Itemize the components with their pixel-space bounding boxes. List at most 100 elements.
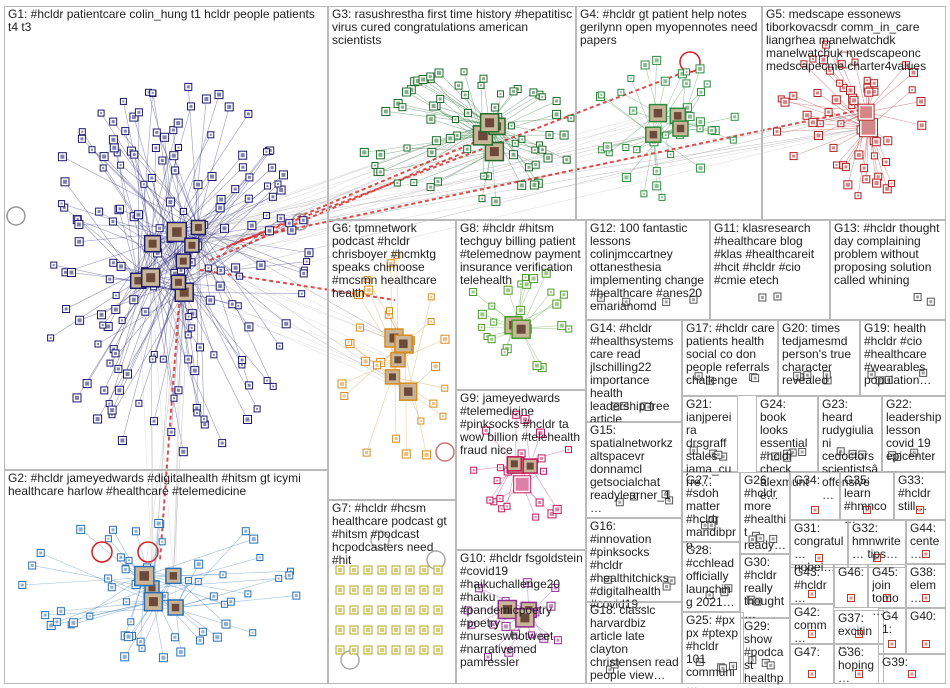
vertex-fill xyxy=(212,353,215,356)
edge xyxy=(124,575,174,657)
inter-group-edge xyxy=(153,232,178,602)
vertex-fill xyxy=(711,518,715,522)
vertex-photo xyxy=(676,124,685,133)
group-label: G42: comm… xyxy=(794,606,827,645)
edge xyxy=(50,244,193,339)
vertex-fill xyxy=(195,411,198,414)
vertex-fill xyxy=(49,336,52,339)
group-label: G18: classic harvardbiz article late cla… xyxy=(590,604,679,682)
edge xyxy=(98,211,153,244)
vertex-fill xyxy=(924,552,928,556)
group-box-g14: G14: #hcldr #healthsystems care read jls… xyxy=(586,320,682,426)
edge xyxy=(150,277,201,348)
group-box-g32: G32: hmnwrite… tips… xyxy=(848,520,906,568)
vertex-fill xyxy=(171,153,176,158)
vertex-fill xyxy=(873,154,876,157)
edge xyxy=(364,135,483,153)
vertex-fill xyxy=(268,149,272,152)
vertex-fill xyxy=(404,452,409,456)
vertex-photo xyxy=(526,462,534,470)
vertex-fill xyxy=(162,594,166,599)
vertex-fill xyxy=(870,373,873,377)
vertex-fill xyxy=(240,153,245,158)
vertex-fill xyxy=(197,580,200,583)
vertex-fill xyxy=(270,166,274,170)
vertex-fill xyxy=(698,166,703,171)
group-box-g7: G7: #hcldr #hcsm healthcare podcast gt #… xyxy=(328,500,456,684)
vertex-fill xyxy=(247,383,251,387)
vertex-fill xyxy=(111,261,115,265)
vertex-fill xyxy=(366,608,370,612)
vertex-fill xyxy=(190,311,195,316)
edge xyxy=(79,231,177,243)
vertex-fill xyxy=(198,345,202,349)
vertex-fill xyxy=(699,127,701,130)
vertex-fill xyxy=(486,174,490,178)
vertex-fill xyxy=(162,135,167,140)
vertex-fill xyxy=(419,420,422,422)
group-box-g39: G39: xyxy=(878,654,946,684)
vertex-fill xyxy=(204,97,209,101)
vertex-fill xyxy=(172,271,177,276)
inter-group-edge xyxy=(183,127,869,262)
group-box-g30: G30: #hcldr really thought… xyxy=(740,554,790,621)
vertex-fill xyxy=(223,603,226,606)
highlighted-edge xyxy=(239,109,861,241)
vertex-photo xyxy=(478,130,488,141)
vertex-fill xyxy=(233,187,237,191)
edge xyxy=(144,574,224,577)
vertex-fill xyxy=(422,588,426,592)
vertex-fill xyxy=(553,586,557,590)
edge xyxy=(377,151,495,173)
vertex-fill xyxy=(155,250,160,255)
vertex-fill xyxy=(150,176,154,180)
vertex-fill xyxy=(669,153,672,156)
vertex-fill xyxy=(152,419,156,423)
vertex-fill xyxy=(198,639,202,642)
edge xyxy=(137,154,243,281)
vertex-fill xyxy=(119,164,122,167)
group-box-g2: G2: #hcldr jameyedwards #digitalhealth #… xyxy=(4,470,328,684)
vertex-photo xyxy=(148,597,158,607)
edge xyxy=(116,152,139,281)
group-box-g29: G29: show #podcast healthp… xyxy=(740,618,790,688)
vertex-fill xyxy=(632,495,636,498)
group-label: G19: health #hcldr #cio #healthcare #wea… xyxy=(864,322,932,387)
vertex-fill xyxy=(826,378,830,382)
vertex-photo xyxy=(485,118,495,128)
vertex-fill xyxy=(111,413,113,416)
vertex-fill xyxy=(131,297,136,302)
vertex-fill xyxy=(396,101,401,106)
edge xyxy=(91,149,178,233)
group-label: G6: tpmnetwork podcast #hcldr chrisboyer… xyxy=(332,222,437,300)
vertex-fill xyxy=(885,186,890,191)
vertex-fill xyxy=(203,418,205,421)
vertex-fill xyxy=(500,507,503,510)
vertex-fill xyxy=(123,129,127,133)
edge xyxy=(151,177,179,283)
vertex-fill xyxy=(835,164,838,166)
vertex-fill xyxy=(629,77,632,80)
vertex-fill xyxy=(684,81,688,85)
highlighted-edge xyxy=(209,149,471,261)
node-layer xyxy=(18,40,935,678)
vertex-fill xyxy=(338,648,342,652)
vertex-fill xyxy=(465,147,469,151)
group-label: G30: #hcldr really thought… xyxy=(744,556,785,621)
vertex-fill xyxy=(532,183,537,187)
vertex-fill xyxy=(531,90,535,94)
vertex-fill xyxy=(436,648,440,652)
vertex-fill xyxy=(210,174,214,179)
vertex-fill xyxy=(64,270,67,274)
vertex-fill xyxy=(480,84,482,87)
vertex-fill xyxy=(511,152,516,157)
vertex-fill xyxy=(851,452,855,456)
vertex-fill xyxy=(224,622,228,627)
edge xyxy=(183,225,253,293)
vertex-fill xyxy=(605,144,610,149)
vertex-fill xyxy=(929,300,933,304)
edge xyxy=(174,170,199,228)
vertex-fill xyxy=(394,608,398,612)
group-label: G27: #sdoh matter #hcldr mandibpro… xyxy=(686,474,737,552)
vertex-fill xyxy=(827,110,831,114)
